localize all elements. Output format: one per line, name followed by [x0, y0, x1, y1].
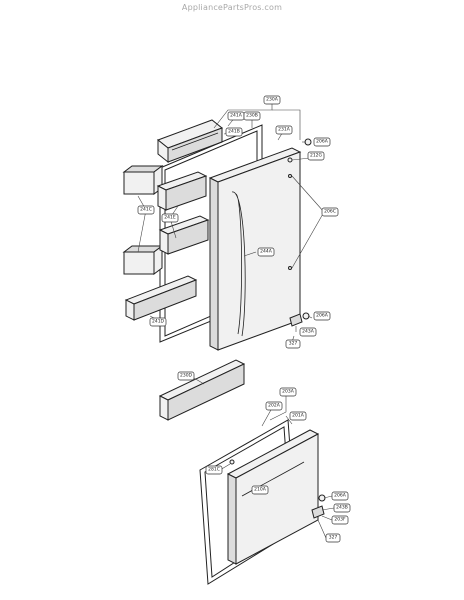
door-bin-left-1 — [122, 165, 164, 195]
dairy-bin-top — [156, 119, 224, 164]
callout-241D: 241D — [149, 317, 167, 327]
svg-text:206A: 206A — [316, 313, 329, 319]
svg-text:201A: 201A — [292, 413, 305, 419]
callout-241E: 241E — [161, 213, 179, 223]
svg-text:241B: 241B — [228, 129, 240, 135]
svg-text:203F: 203F — [334, 517, 346, 523]
svg-text:241D: 241D — [152, 319, 165, 325]
callout-241A: 241A — [227, 111, 245, 121]
refrigerator-door-panel — [208, 147, 302, 351]
svg-text:230B: 230B — [246, 113, 258, 119]
svg-text:203A: 203A — [282, 389, 295, 395]
svg-text:206A: 206A — [316, 139, 329, 145]
door-bin-middle-2 — [158, 215, 210, 255]
hinge-hardware-lower — [229, 459, 326, 519]
callout-210A: 210A — [251, 485, 269, 495]
callout-230D: 230D — [177, 371, 195, 381]
callout-327-mid: 327 — [285, 339, 301, 349]
callout-206A-mid: 206A — [313, 311, 331, 321]
svg-text:212G: 212G — [310, 153, 323, 159]
callout-244A: 244A — [257, 247, 275, 257]
svg-text:243A: 243A — [302, 329, 315, 335]
callout-243B: 243B — [333, 503, 351, 513]
svg-text:281C: 281C — [208, 467, 220, 473]
freezer-door-bin — [158, 359, 246, 421]
svg-text:241C: 241C — [140, 207, 152, 213]
callout-202A: 202A — [265, 401, 283, 411]
callout-241B: 241B — [225, 127, 243, 137]
svg-text:244A: 244A — [260, 249, 273, 255]
watermark: AppliancePartsPros.com — [181, 3, 283, 12]
svg-text:241A: 241A — [230, 113, 243, 119]
svg-text:231A: 231A — [278, 127, 291, 133]
svg-text:206C: 206C — [324, 209, 336, 215]
callout-243A-mid: 243A — [299, 327, 317, 337]
callout-230B: 230B — [243, 111, 261, 121]
freezer-door-panel — [226, 429, 320, 565]
svg-text:230D: 230D — [180, 373, 193, 379]
callout-327-bot: 327 — [325, 533, 341, 543]
callout-212G: 212G — [307, 151, 325, 161]
svg-text:243B: 243B — [336, 505, 348, 511]
callout-203A: 203A — [279, 387, 297, 397]
hinge-hardware-upper — [287, 138, 312, 327]
callout-281C: 281C — [205, 465, 223, 475]
svg-text:327: 327 — [329, 535, 338, 541]
svg-text:241E: 241E — [164, 215, 176, 221]
svg-text:202A: 202A — [268, 403, 281, 409]
callout-201A: 201A — [289, 411, 307, 421]
callout-230A: 230A — [263, 95, 281, 105]
svg-text:327: 327 — [289, 341, 298, 347]
door-bin-long — [124, 275, 198, 321]
callout-206A-bot: 206A — [331, 491, 349, 501]
svg-text:230A: 230A — [266, 97, 279, 103]
door-bin-middle-1 — [156, 171, 208, 211]
callout-231A: 231A — [275, 125, 293, 135]
svg-text:210A: 210A — [254, 487, 267, 493]
callout-206A-top: 206A — [313, 137, 331, 147]
callout-203F: 203F — [331, 515, 349, 525]
door-bin-left-2 — [122, 245, 164, 275]
callout-206C: 206C — [321, 207, 339, 217]
svg-text:206A: 206A — [334, 493, 347, 499]
callout-241C: 241C — [137, 205, 155, 215]
